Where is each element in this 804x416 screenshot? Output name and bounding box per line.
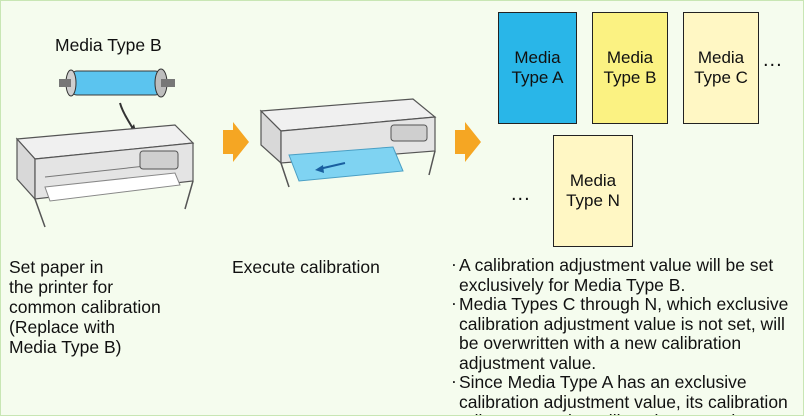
printer-icon <box>15 124 195 228</box>
paper-roll-icon <box>59 68 175 98</box>
step2-caption: Execute calibration <box>232 257 380 277</box>
right-arrow-icon <box>223 122 249 162</box>
ellipsis-top: ... <box>763 49 783 71</box>
media-card-type-a: Media Type A <box>498 12 577 124</box>
result-note-1: A calibration adjustment value will be s… <box>451 255 803 295</box>
media-type-b-label: Media Type B <box>55 35 162 55</box>
result-note-2: Media Types C through N, which exclusive… <box>451 294 803 373</box>
media-card-type-n: Media Type N <box>553 135 633 247</box>
result-notes: A calibration adjustment value will be s… <box>451 255 803 415</box>
printer-calibrating-icon <box>259 98 437 188</box>
result-note-3: Since Media Type A has an exclusive cali… <box>451 372 803 415</box>
media-card-type-b: Media Type B <box>592 12 668 124</box>
ellipsis-bottom: ... <box>511 183 531 205</box>
media-card-type-c: Media Type C <box>683 12 759 124</box>
printer-with-roll-illustration <box>15 68 195 228</box>
step1-caption: Set paper in the printer for common cali… <box>9 257 161 357</box>
right-arrow-icon <box>455 122 481 162</box>
